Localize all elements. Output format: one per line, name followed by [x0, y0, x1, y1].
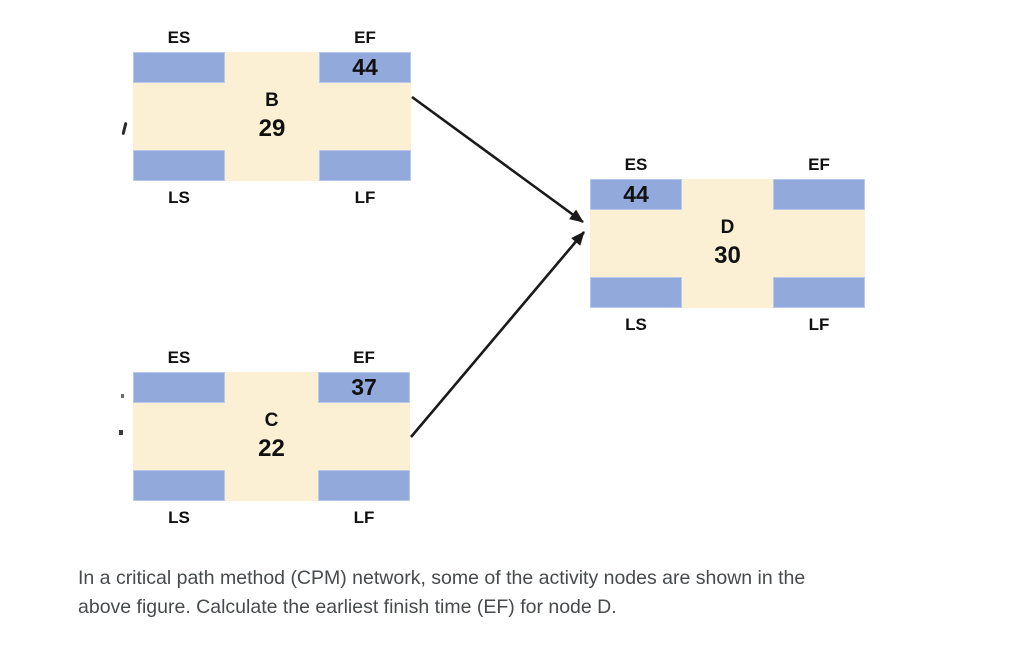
- node-duration: 30: [714, 241, 741, 269]
- stray-mark: [121, 121, 128, 136]
- node-duration: 22: [258, 434, 285, 462]
- node-duration: 29: [258, 114, 286, 142]
- es-value: 44: [623, 181, 649, 207]
- ef-value-box: 44: [319, 52, 411, 83]
- lf-label: LF: [808, 315, 830, 334]
- es-label: ES: [167, 28, 191, 47]
- ef-value-box: 37: [318, 372, 410, 403]
- node-center: D 30: [590, 214, 865, 270]
- stray-mark: [121, 394, 124, 398]
- ef-value: 44: [352, 54, 378, 80]
- stray-mark: [119, 430, 123, 435]
- es-value-box: [133, 52, 225, 83]
- node-id: B: [265, 89, 279, 111]
- lf-value-box: [773, 277, 865, 308]
- ls-label: LS: [168, 188, 190, 207]
- ls-value-box: [133, 470, 225, 501]
- question-line-1: In a critical path method (CPM) network,…: [78, 567, 806, 589]
- ef-label: EF: [808, 155, 830, 174]
- ef-value: 37: [351, 374, 377, 400]
- activity-node-b: ES EF LS LF 44 B 29: [133, 28, 411, 207]
- lf-label: LF: [354, 188, 376, 207]
- activity-node-c: ES EF LS LF 37 C 22: [133, 348, 410, 527]
- node-id: C: [264, 409, 279, 431]
- es-value-box: [133, 372, 225, 403]
- ef-label: EF: [354, 28, 376, 47]
- es-label: ES: [624, 155, 648, 174]
- lf-value-box: [319, 150, 411, 181]
- ls-label: LS: [168, 508, 190, 527]
- node-id: D: [720, 216, 735, 238]
- node-center: C 22: [133, 407, 410, 463]
- question-text: In a critical path method (CPM) network,…: [78, 564, 978, 622]
- ef-label: EF: [353, 348, 375, 367]
- lf-label: LF: [353, 508, 375, 527]
- arrow-c-to-d: [410, 231, 585, 438]
- node-center: B 29: [133, 87, 411, 143]
- ls-value-box: [590, 277, 682, 308]
- question-line-2: above figure. Calculate the earliest fin…: [78, 596, 617, 618]
- activity-node-d: ES EF LS LF 44 D 30: [590, 155, 865, 334]
- ls-label: LS: [625, 315, 647, 334]
- es-label: ES: [167, 348, 191, 367]
- ls-value-box: [133, 150, 225, 181]
- lf-value-box: [318, 470, 410, 501]
- ef-value-box: [773, 179, 865, 210]
- es-value-box: 44: [590, 179, 682, 210]
- arrow-b-to-d: [411, 95, 584, 224]
